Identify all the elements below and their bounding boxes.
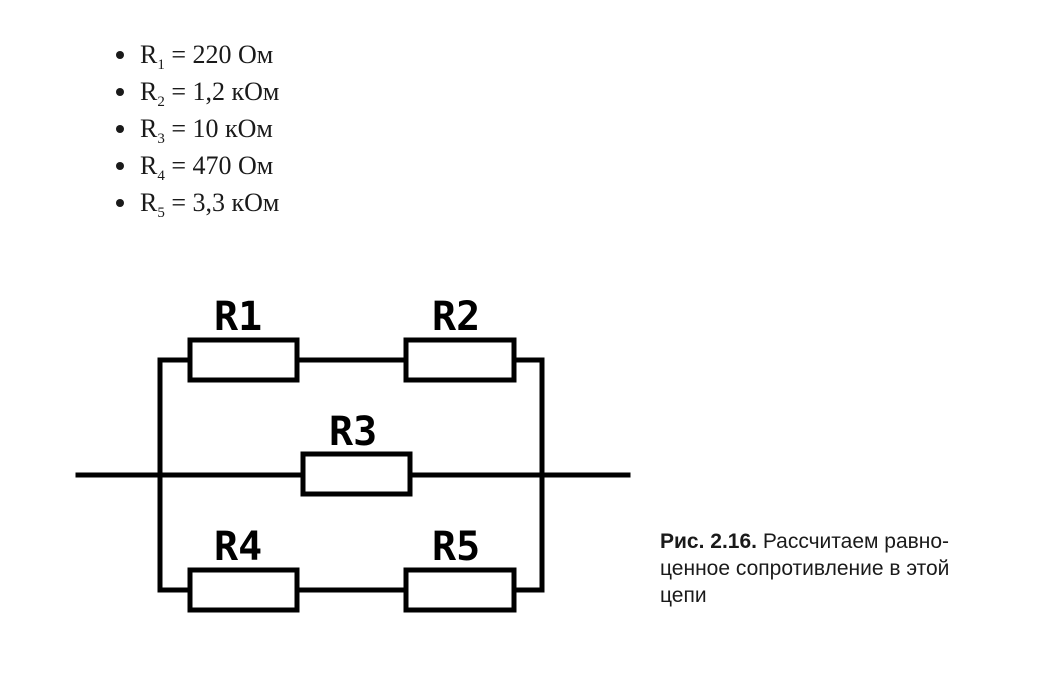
list-item: R2 = 1,2 кОм	[108, 73, 279, 110]
label-r3: R3	[329, 409, 377, 455]
figure-caption: Рис. 2.16. Рассчитаем равно-ценное сопро…	[660, 528, 1000, 609]
resistor-index: 3	[157, 131, 165, 147]
caption-text: Рассчитаем равно-ценное сопротивление в …	[660, 530, 950, 607]
list-item: R5 = 3,3 кОм	[108, 184, 279, 221]
figure-number: Рис. 2.16.	[660, 530, 757, 553]
resistor-value: = 10 кОм	[171, 114, 273, 143]
list-item: R3 = 10 кОм	[108, 110, 279, 147]
resistor-index: 5	[157, 205, 165, 221]
list-item: R1 = 220 Ом	[108, 36, 279, 73]
bullet-icon	[116, 162, 124, 170]
resistor-index: 4	[157, 168, 165, 184]
resistor-r2	[403, 337, 517, 383]
resistor-index: 2	[157, 94, 165, 110]
resistor-value: = 470 Ом	[171, 151, 274, 180]
list-item: R4 = 470 Ом	[108, 147, 279, 184]
resistor-symbol: R	[140, 151, 158, 180]
label-r4: R4	[214, 524, 262, 570]
resistor-value: = 3,3 кОм	[171, 188, 280, 217]
resistor-r5	[403, 567, 517, 613]
resistor-r1	[187, 337, 300, 383]
label-r1: R1	[214, 294, 262, 340]
bullet-icon	[116, 199, 124, 207]
resistor-r4	[187, 567, 300, 613]
resistor-r3	[300, 451, 413, 497]
resistor-value: = 220 Ом	[171, 40, 274, 69]
resistor-symbol: R	[140, 77, 158, 106]
resistor-symbol: R	[140, 188, 158, 217]
label-r5: R5	[432, 524, 480, 570]
bullet-icon	[116, 125, 124, 133]
bullet-icon	[116, 51, 124, 59]
resistor-index: 1	[157, 57, 165, 73]
label-r2: R2	[432, 294, 480, 340]
resistor-values-list: R1 = 220 Ом R2 = 1,2 кОм R3 = 10 кОм R4 …	[108, 36, 279, 221]
bullet-icon	[116, 88, 124, 96]
resistor-value: = 1,2 кОм	[171, 77, 280, 106]
resistor-symbol: R	[140, 40, 158, 69]
resistor-symbol: R	[140, 114, 158, 143]
